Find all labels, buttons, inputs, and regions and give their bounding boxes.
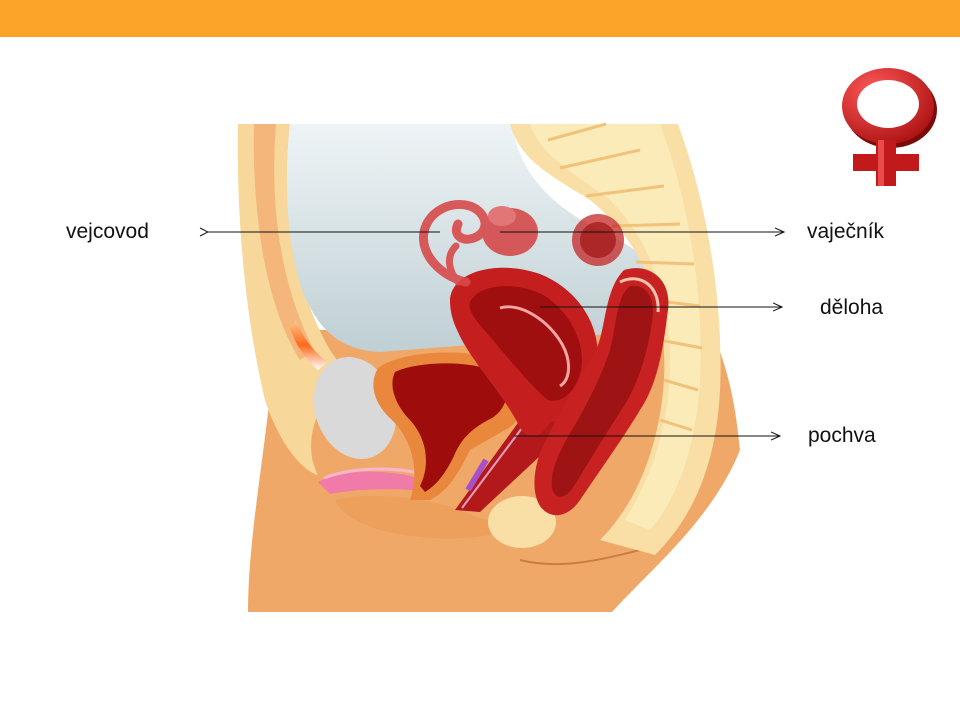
female-symbol-icon — [842, 68, 937, 186]
pelvic-floor — [313, 357, 556, 548]
bladder — [373, 352, 524, 500]
label-vagina: pochva — [808, 424, 876, 447]
top-bar — [0, 0, 960, 37]
pointer-lines — [208, 232, 784, 436]
uterus-vagina — [450, 267, 600, 512]
rectum — [534, 268, 669, 516]
label-oviduct: vejcovod — [66, 220, 149, 243]
label-ovary: vaječník — [807, 220, 885, 243]
label-uterus: děloha — [820, 296, 884, 319]
